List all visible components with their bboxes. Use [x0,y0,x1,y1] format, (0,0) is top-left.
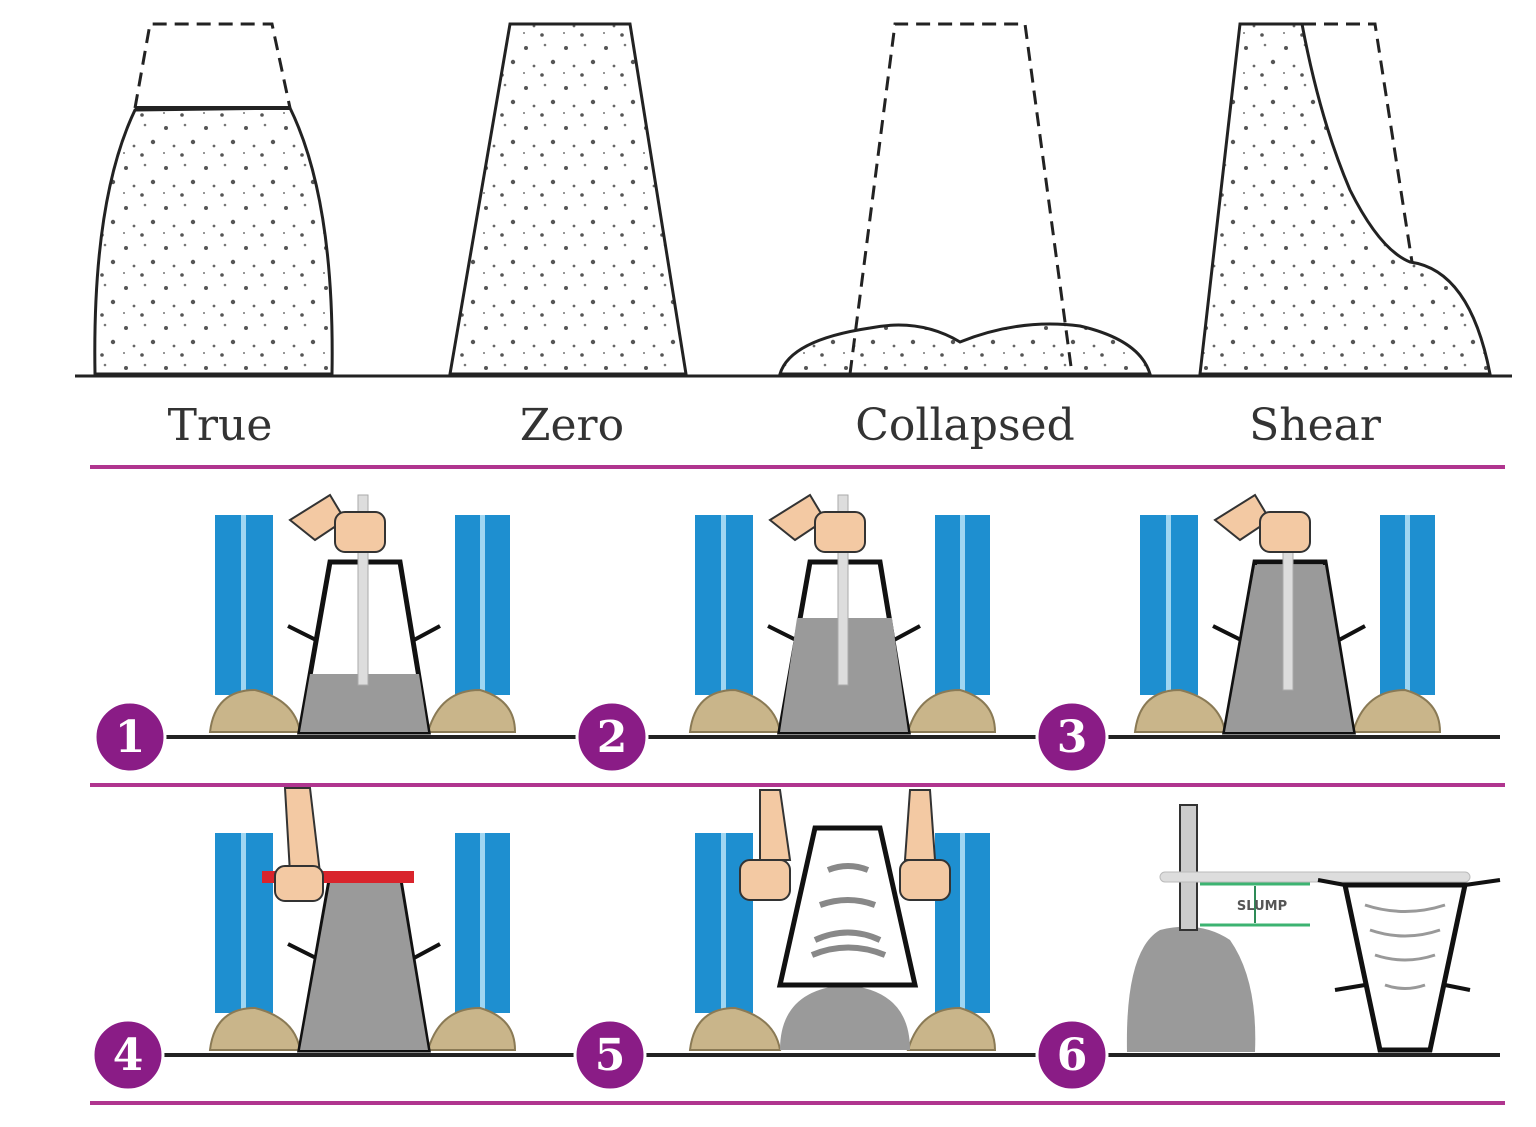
label-zero: Zero [520,400,624,451]
step-badge-2: 2 [575,700,649,774]
step-badge-6: 6 [1035,1018,1109,1092]
empty-cone [1341,882,1469,1053]
step-badges: 1 2 3 4 5 6 [91,700,1109,1092]
step-2-figure [689,494,996,732]
svg-text:1: 1 [115,712,146,763]
step-badge-5: 5 [573,1018,647,1092]
slumped-concrete [1126,926,1256,1052]
step-badge-1: 1 [93,700,167,774]
label-true: True [168,400,273,451]
step-6-figure: SLUMP [1126,804,1501,1053]
zero-slump-figure [448,22,688,376]
dividers [90,465,1505,1105]
true-slump-figure [93,22,334,376]
straight-edge [1159,871,1471,883]
step-4-figure [209,787,516,1050]
slump-label: SLUMP [1237,899,1287,914]
svg-text:5: 5 [595,1030,626,1081]
shear-slump-figure [1198,22,1492,376]
slump-types-section: True Zero Collapsed Shear [75,22,1512,451]
svg-text:2: 2 [597,712,628,763]
label-collapsed: Collapsed [855,400,1074,451]
svg-text:6: 6 [1057,1030,1088,1081]
step-1-figure [209,494,516,732]
svg-text:3: 3 [1057,712,1088,763]
step-badge-4: 4 [91,1018,165,1092]
label-shear: Shear [1249,400,1382,451]
step-5-figure [689,789,996,1051]
step-badge-3: 3 [1035,700,1109,774]
step-3-figure [1134,494,1441,732]
svg-text:4: 4 [113,1030,144,1081]
measuring-rod [1179,804,1198,931]
collapsed-slump-figure [777,22,1153,376]
